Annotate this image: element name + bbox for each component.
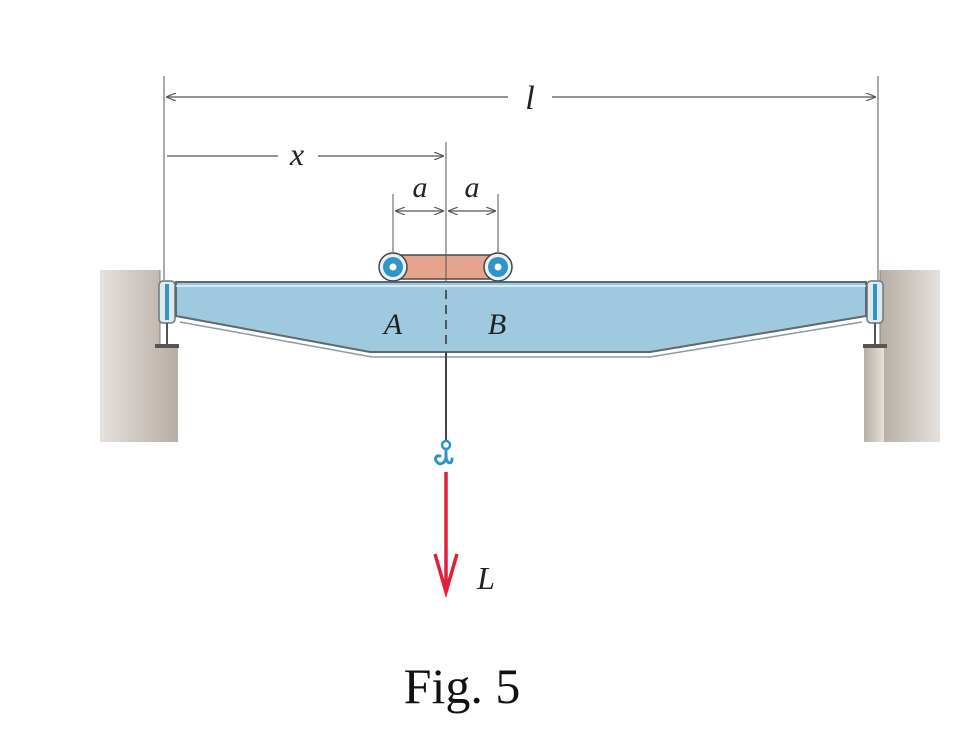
position-label: x bbox=[289, 136, 304, 172]
wheel-spacing-dimension: a a bbox=[392, 171, 499, 252]
span-label: l bbox=[525, 80, 534, 117]
trolley bbox=[378, 252, 513, 282]
position-dimension: x bbox=[167, 136, 447, 282]
half-spacing-right-label: a bbox=[465, 171, 480, 204]
right-end-roller bbox=[863, 280, 887, 348]
left-end-roller bbox=[155, 280, 179, 348]
arrow-down-icon bbox=[433, 472, 459, 599]
crane-girder bbox=[175, 281, 867, 358]
wheel-a-icon bbox=[378, 252, 408, 282]
wheel-b-icon bbox=[483, 252, 513, 282]
wheel-a-label: A bbox=[382, 308, 403, 341]
figure-caption: Fig. 5 bbox=[404, 658, 521, 714]
half-spacing-left-label: a bbox=[413, 171, 428, 204]
hook-icon bbox=[434, 439, 454, 466]
span-dimension: l bbox=[163, 76, 879, 280]
wheel-b-label: B bbox=[488, 308, 506, 341]
load-label: L bbox=[476, 560, 495, 596]
